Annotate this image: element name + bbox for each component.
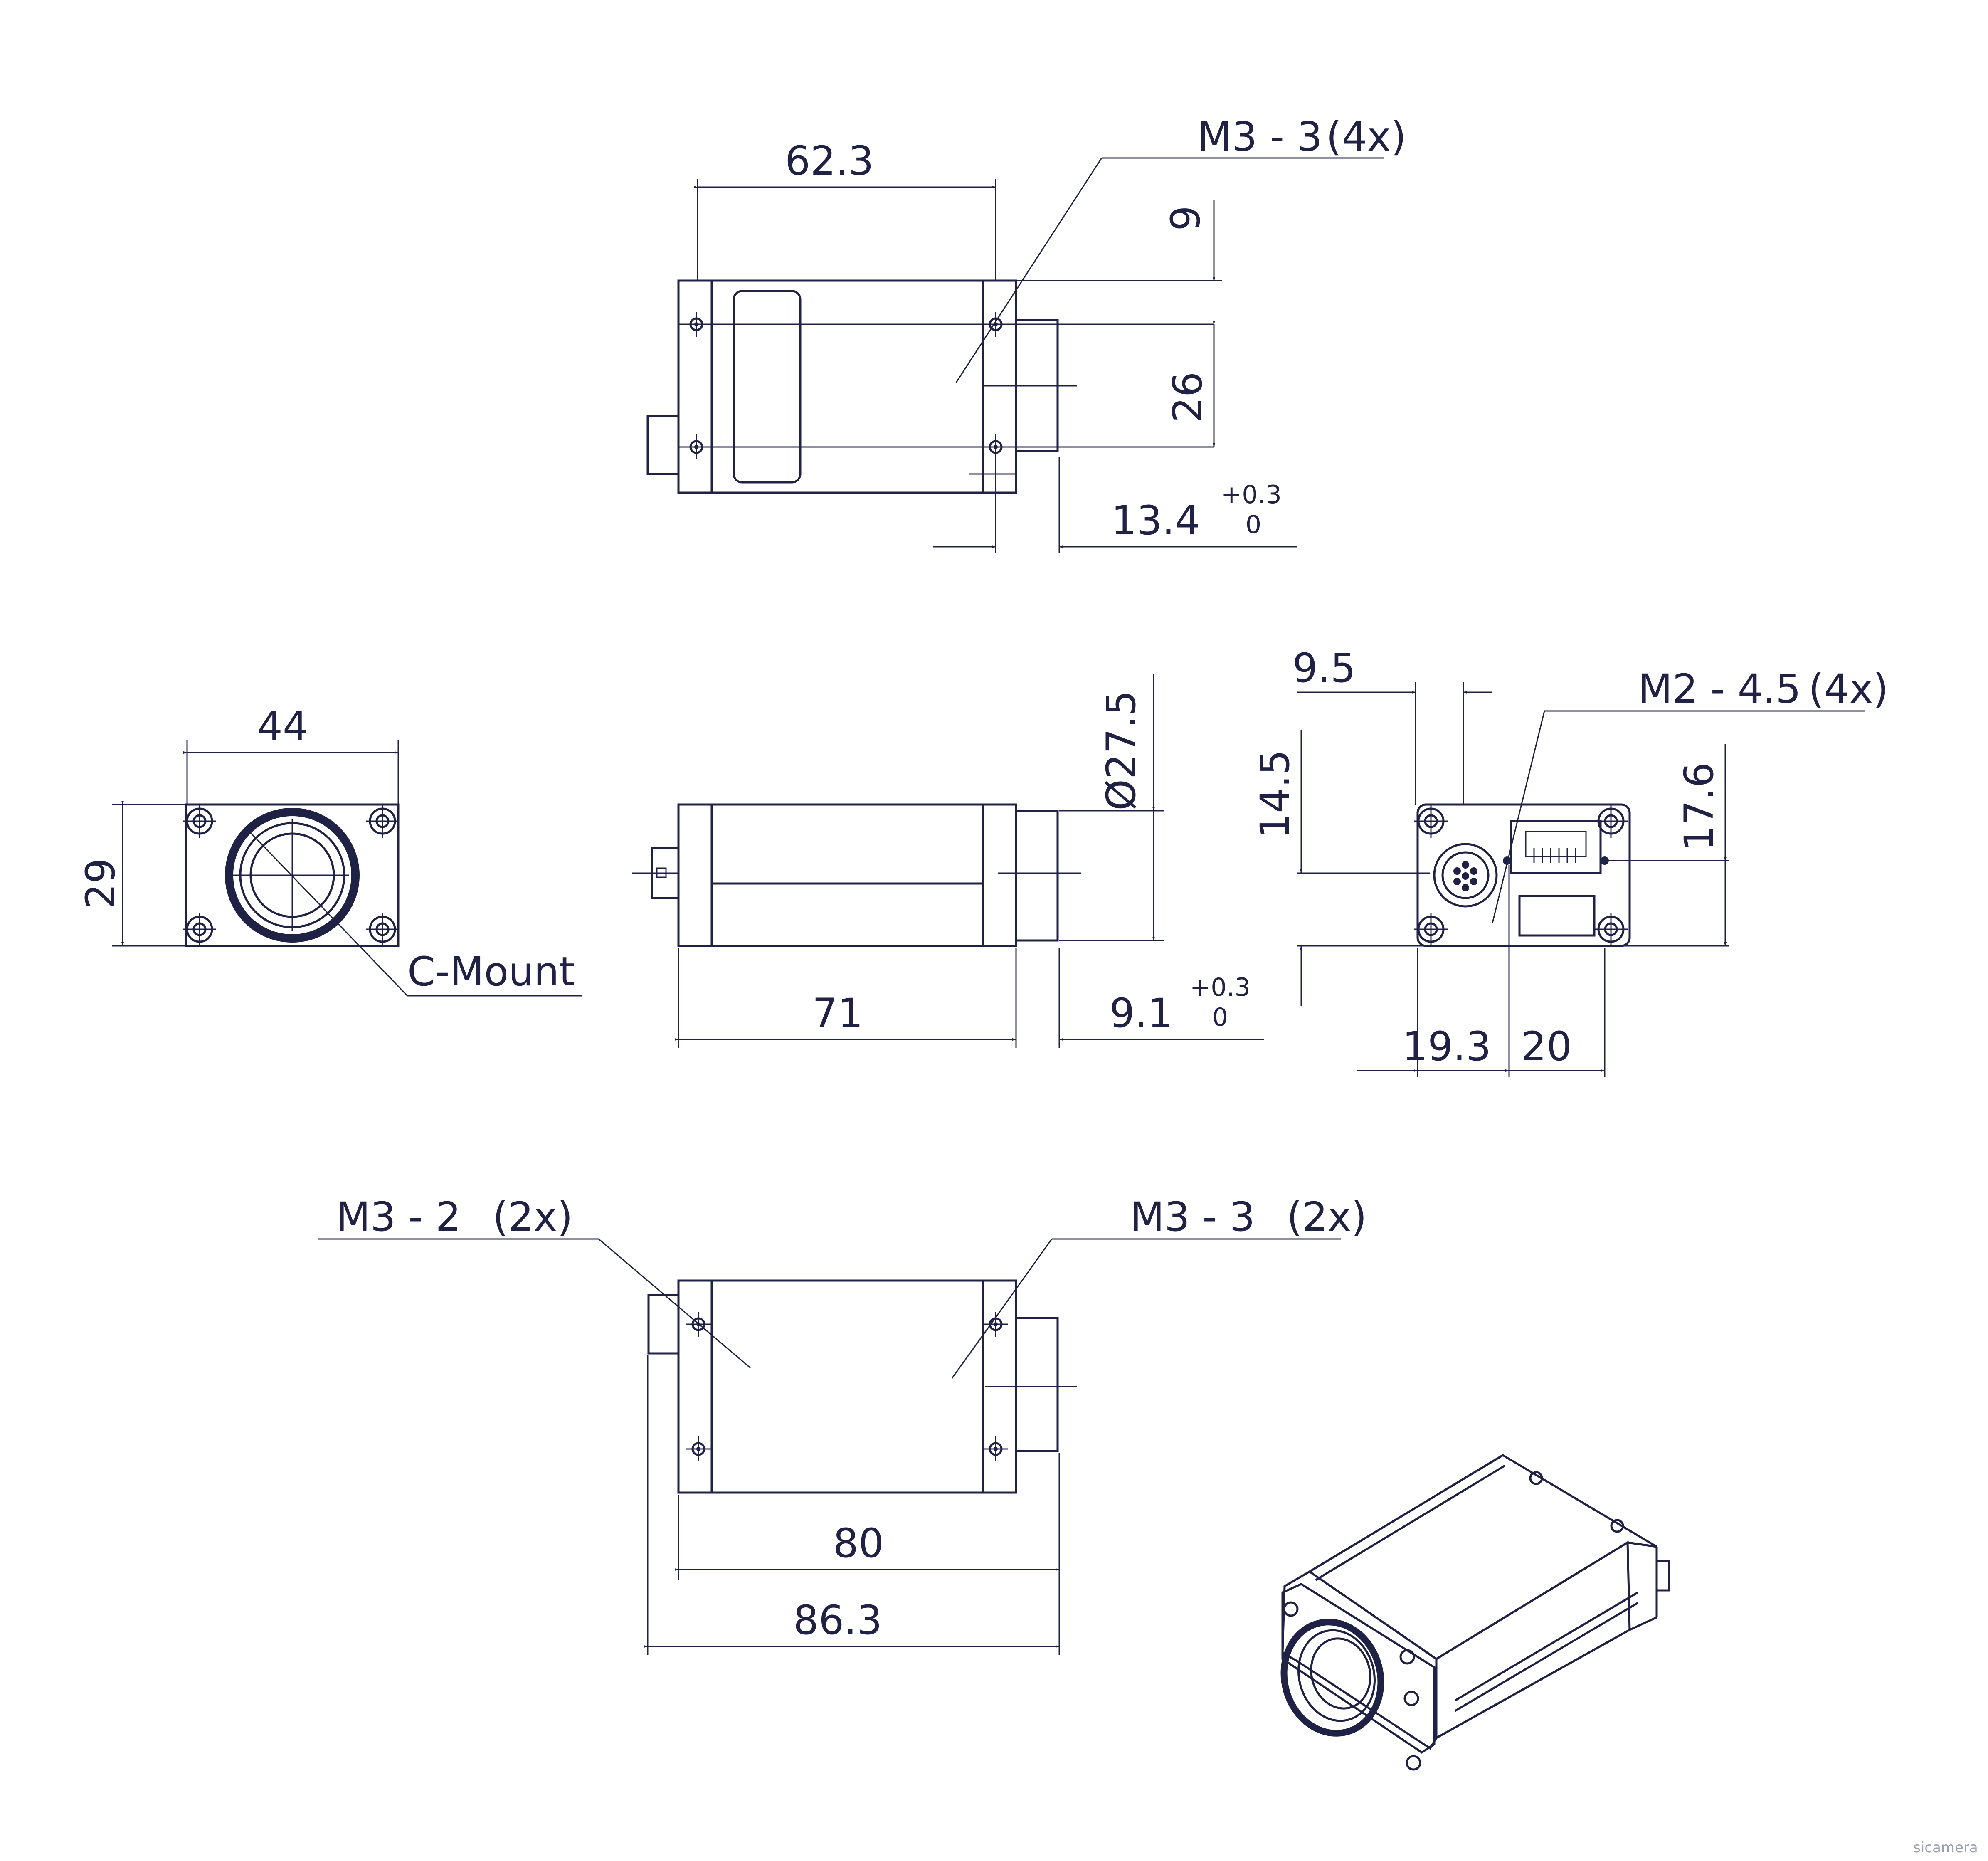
watermark: sicamera	[1913, 1839, 1978, 1856]
rear-view: 9.5 M2 - 4.5 (4x) 14.5 17.6 19.3 20	[1252, 645, 1889, 1077]
dim-9-1: 9.1	[1110, 990, 1173, 1037]
dim-26: 26	[1164, 372, 1211, 422]
dim-17-6: 17.6	[1676, 762, 1722, 851]
connector-pins	[1453, 861, 1477, 891]
tol-plus-side: +0.3	[1190, 973, 1251, 1002]
callout-m3-3-bottom: M3 - 3	[1130, 1194, 1255, 1240]
tol-zero-top: 0	[1246, 510, 1261, 539]
dim-80: 80	[833, 1520, 884, 1567]
callout-m3-2-bottom: M3 - 2	[336, 1194, 461, 1240]
dim-diameter-27-5: Ø27.5	[1098, 690, 1144, 810]
dim-19-3: 19.3	[1402, 1023, 1491, 1070]
dim-20: 20	[1521, 1023, 1572, 1070]
dim-86-3: 86.3	[793, 1597, 882, 1644]
callout-m3-3-top: M3 - 3	[1197, 114, 1322, 160]
dim-29: 29	[77, 858, 124, 909]
c-mount-label: C-Mount	[407, 948, 575, 995]
dim-13-4: 13.4	[1111, 497, 1200, 544]
front-view: 44 29 C-Mount	[77, 703, 582, 997]
callout-m2-4-5: M2 - 4.5	[1638, 666, 1801, 712]
dim-9-5: 9.5	[1292, 645, 1356, 691]
count-2x-right: (2x)	[1287, 1194, 1367, 1240]
tol-plus-top: +0.3	[1221, 480, 1282, 509]
count-4x-rear: (4x)	[1808, 666, 1889, 712]
dim-62-3: 62.3	[785, 138, 874, 184]
bottom-view: M3 - 2 (2x) M3 - 3 (2x) 80 86.3	[318, 1194, 1367, 1655]
count-4x-top: (4x)	[1326, 114, 1406, 160]
dim-71: 71	[812, 990, 863, 1037]
dim-9: 9	[1162, 205, 1209, 231]
tol-zero-side: 0	[1212, 1003, 1228, 1032]
isometric-view	[1280, 1454, 1670, 1771]
dim-44: 44	[257, 703, 308, 750]
rj45-pins	[1533, 848, 1576, 863]
dim-14-5: 14.5	[1252, 750, 1298, 839]
side-view: Ø27.5 71 9.1 +0.3 0	[632, 674, 1264, 1048]
top-view: 62.3 M3 - 3 (4x) 9 26 13.4 +0.3 0	[646, 114, 1406, 553]
count-2x-left: (2x)	[493, 1194, 573, 1240]
